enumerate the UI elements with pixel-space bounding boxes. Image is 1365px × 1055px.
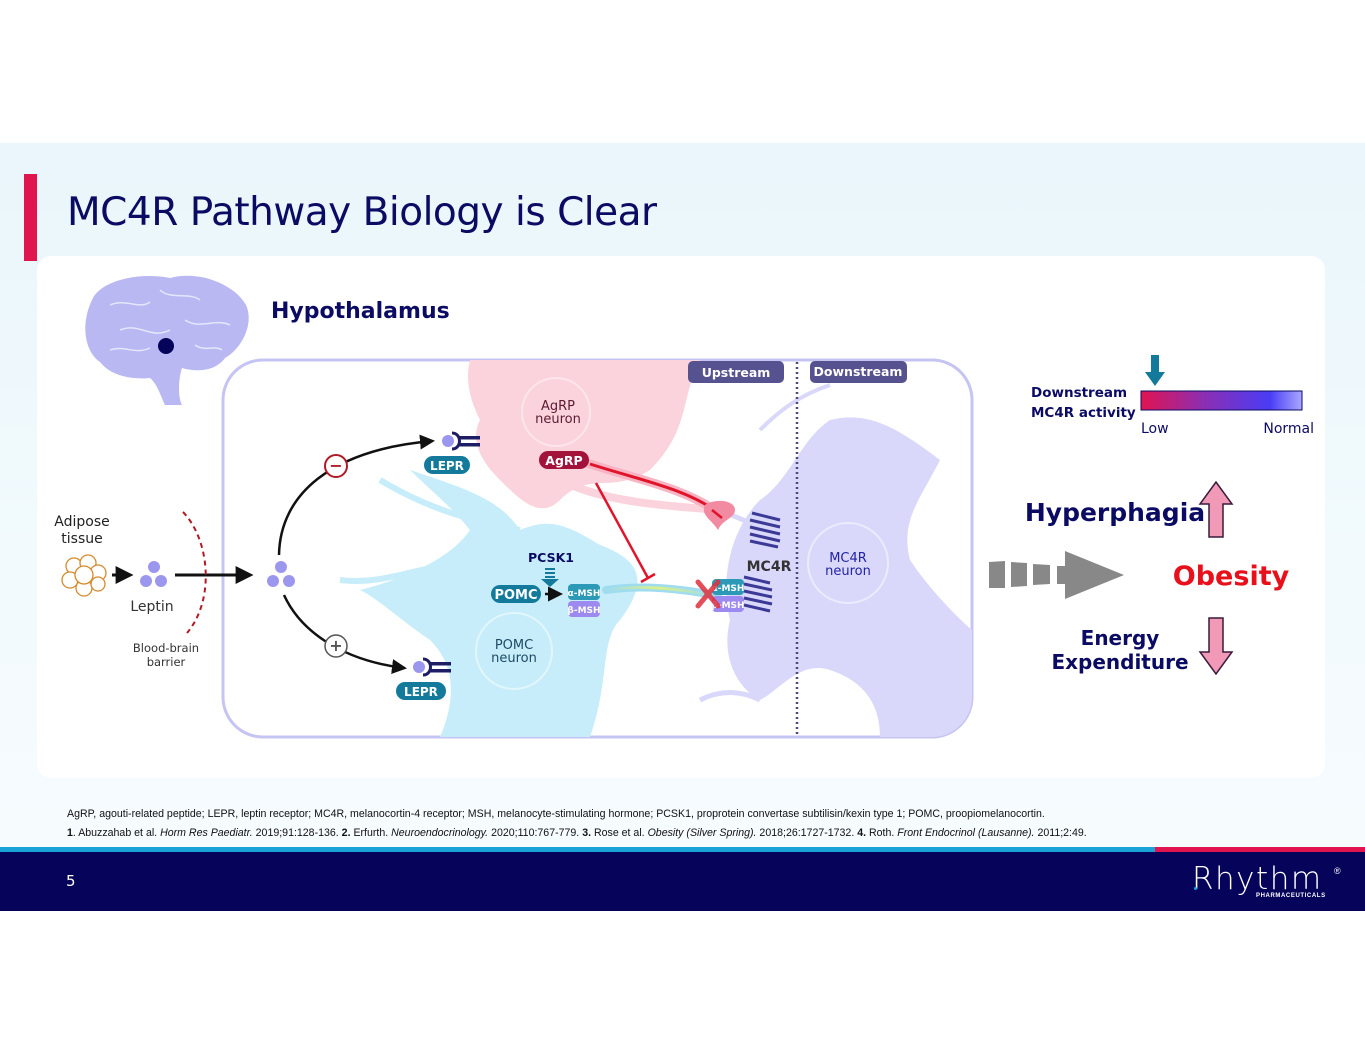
pomc-neuron-label: POMC [495, 638, 533, 653]
pcsk1-label: PCSK1 [528, 550, 574, 565]
activity-gradient-bar [1140, 390, 1303, 411]
footer-accent-blue [0, 847, 1160, 852]
energy-label-2: Expenditure [1051, 650, 1188, 674]
inhibit-symbol-icon: − [324, 454, 348, 478]
title-accent-bar [24, 174, 37, 261]
svg-text:POMC: POMC [494, 588, 537, 603]
msh-signal-line [605, 586, 713, 598]
brand-subtitle: PHARMACEUTICALS [1256, 893, 1326, 899]
hypothalamus-label: Hypothalamus [271, 299, 450, 324]
leptin-label: Leptin [130, 599, 173, 615]
energy-down-arrow-icon [1198, 617, 1234, 676]
references-footnote: 1. Abuzzahab et al. Horm Res Paediatr. 2… [67, 827, 1087, 839]
ref3-number: 3. [582, 827, 592, 839]
ref2-citation: 2020;110:767-779. [488, 827, 583, 839]
lepr-receptor-bottom-icon [413, 657, 451, 677]
mc4r-label: MC4R [747, 559, 792, 575]
ref4-journal: Front Endocrinol (Lausanne). [897, 827, 1035, 839]
svg-text:Upstream: Upstream [702, 365, 771, 380]
svg-text:Downstream: Downstream [814, 364, 903, 379]
adipose-label: Adipose [54, 514, 109, 530]
ref1-number: 1 [67, 827, 73, 839]
hyperphagia-up-arrow-icon [1198, 480, 1234, 538]
activity-low-label: Low [1141, 421, 1169, 437]
svg-text:AgRP: AgRP [545, 453, 582, 468]
ref1-author: . Abuzzahab et al. [72, 827, 161, 839]
ref4-author: Roth. [866, 827, 898, 839]
brand-logo-dot [1194, 887, 1197, 890]
agrp-neuron-label: AgRP [541, 399, 575, 414]
blood-brain-barrier-line [182, 511, 207, 634]
leptin-brain-icon [267, 561, 295, 587]
mc4r-neuron-label-2: neuron [825, 564, 871, 579]
blocked-x-icon [695, 579, 721, 609]
agrp-to-msh-inhibition-line [594, 482, 650, 579]
svg-text:α-MSH: α-MSH [568, 589, 601, 599]
svg-text:−: − [329, 456, 342, 475]
footer-bar [0, 852, 1365, 911]
slide-title: MC4R Pathway Biology is Clear [67, 190, 657, 235]
leptin-to-agrp-arrow [277, 434, 435, 556]
ref2-author: Erfurth. [350, 827, 392, 839]
activity-scale-label-2: MC4R activity [1031, 405, 1136, 421]
page-number: 5 [66, 872, 76, 890]
activity-indicator-arrow-icon [1145, 355, 1165, 386]
svg-text:β-MSH: β-MSH [711, 601, 744, 611]
ref1-journal: Horm Res Paediatr. [160, 827, 253, 839]
mc4r-receptor-bottom-icon [743, 575, 773, 613]
beta-msh-badge: β-MSH [567, 601, 601, 617]
agrp-neuron-label-2: neuron [535, 412, 581, 427]
ref3-citation: 2018;26:1727-1732. [756, 827, 858, 839]
leptin-icon [140, 561, 167, 587]
adipose-tissue-icon [61, 554, 107, 597]
hyperphagia-label: Hyperphagia [1025, 498, 1205, 527]
pcsk1-arrow-icon [541, 568, 559, 587]
svg-text:LEPR: LEPR [404, 685, 438, 699]
ref2-journal: Neuroendocrinology. [391, 827, 489, 839]
outcome-dashed-arrow-icon [989, 551, 1124, 599]
hypothalamus-panel [221, 358, 974, 739]
pomc-neuron-label-2: neuron [491, 651, 537, 666]
alpha-msh-badge: α-MSH [568, 584, 601, 600]
lepr-receptor-top-icon [442, 431, 480, 451]
ref4-citation: 2011;2:49. [1034, 827, 1087, 839]
pomc-badge: POMC [491, 585, 541, 603]
activity-normal-label: Normal [1263, 421, 1314, 437]
svg-text:+: + [329, 636, 342, 655]
bbb-label-2: barrier [147, 655, 186, 669]
brand-logo: Rhythm [1192, 861, 1323, 897]
activity-scale-label: Downstream [1031, 385, 1127, 401]
downstream-tag: Downstream [810, 361, 907, 383]
brain-icon [85, 275, 249, 405]
ref3-journal: Obesity (Silver Spring). [647, 827, 757, 839]
energy-label: Energy [1081, 626, 1160, 650]
agrp-peptide-badge: AgRP [539, 451, 589, 469]
footer-accent-red [1155, 847, 1365, 852]
ref2-number: 2. [341, 827, 351, 839]
obesity-label: Obesity [1173, 561, 1290, 592]
abbreviations-footnote: AgRP, agouti-related peptide; LEPR, lept… [67, 808, 1045, 820]
ref4-number: 4. [857, 827, 867, 839]
lepr-badge-bottom: LEPR [396, 682, 446, 700]
upstream-tag: Upstream [688, 361, 784, 383]
brand-registered-mark: ® [1334, 866, 1341, 876]
lepr-badge-top: LEPR [424, 456, 470, 474]
mc4r-neuron-label: MC4R [829, 551, 867, 566]
svg-text:β-MSH: β-MSH [567, 606, 600, 616]
bound-beta-msh-badge: β-MSH [711, 596, 745, 612]
bbb-label: Blood-brain [133, 641, 199, 655]
svg-text:LEPR: LEPR [430, 459, 464, 473]
ref1-citation: 2019;91:128-136. [252, 827, 342, 839]
svg-text:α-MSH: α-MSH [712, 584, 745, 594]
mc4r-neuron-body [726, 417, 972, 737]
pomc-neuron-body [360, 470, 638, 737]
ref3-author: Rose et al. [591, 827, 648, 839]
mc4r-receptor-top-icon [749, 511, 781, 549]
stimulate-symbol-icon: + [324, 634, 348, 658]
adipose-label-2: tissue [61, 531, 102, 547]
